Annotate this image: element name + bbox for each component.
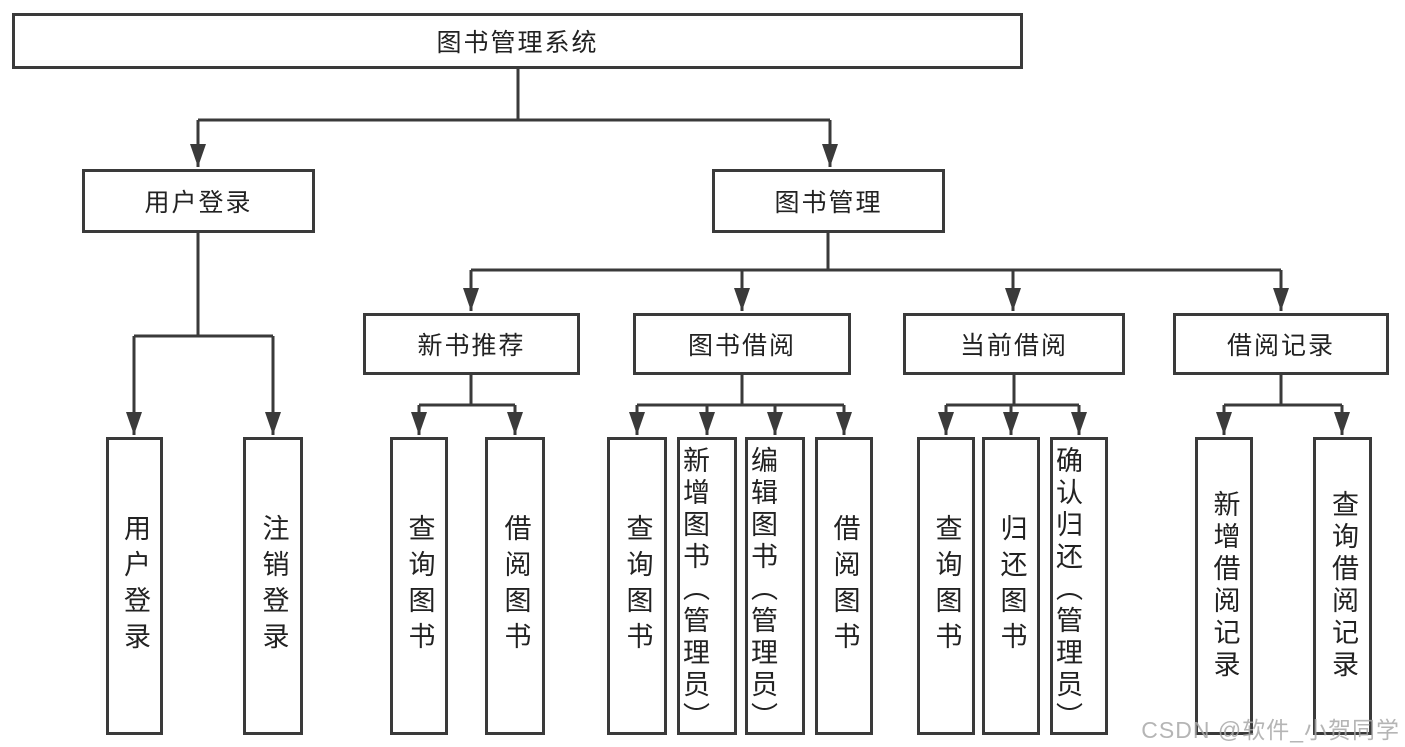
node-label: 借阅图书 [829,514,860,658]
leaf-current-query-books: 查询图书 [917,437,975,735]
leaf-records-query-borrow-record: 查询借阅记录 [1313,437,1372,735]
leaf-current-confirm-return-admin: 确认归还（管理员） [1050,437,1108,735]
node-label: 用户登录 [120,514,150,658]
node-label: 新增借阅记录 [1209,490,1240,682]
leaf-records-add-borrow-record: 新增借阅记录 [1195,437,1253,735]
csdn-watermark: CSDN @软件_小贺同学 [1141,717,1400,743]
leaf-borrowing-borrow-books: 借阅图书 [815,437,873,735]
node-label: 图书管理系统 [436,29,599,57]
leaf-borrowing-add-books-admin: 新增图书（管理员） [677,437,737,735]
leaf-user-login: 用户登录 [106,437,163,735]
node-label: 借阅记录 [1226,332,1335,360]
node-book-management: 图书管理 [712,169,945,233]
node-library-management-system: 图书管理系统 [12,13,1023,69]
leaf-newbook-borrow-books: 借阅图书 [485,437,545,735]
node-borrowing-records: 借阅记录 [1173,313,1389,375]
node-label: 注销登录 [258,514,289,658]
node-label: 归还图书 [996,514,1027,658]
leaf-current-return-books: 归还图书 [982,437,1040,735]
node-current-borrowing: 当前借阅 [903,313,1125,375]
leaf-newbook-query-books: 查询图书 [390,437,448,735]
node-new-book-recommendation: 新书推荐 [363,313,580,375]
node-label: 借阅图书 [500,514,531,658]
node-label: 新增图书（管理员） [679,446,709,734]
node-label: 当前借阅 [959,332,1068,360]
node-label: 新书推荐 [417,332,526,360]
node-label: 图书管理 [774,189,883,217]
node-label: 查询借阅记录 [1328,490,1358,682]
leaf-borrowing-query-books: 查询图书 [607,437,667,735]
node-label: 确认归还（管理员） [1052,446,1082,734]
node-book-borrowing: 图书借阅 [633,313,851,375]
leaf-borrowing-edit-books-admin: 编辑图书（管理员） [745,437,805,735]
node-label: 查询图书 [931,514,962,658]
node-label: 用户登录 [144,189,253,217]
leaf-logout: 注销登录 [243,437,303,735]
node-label: 编辑图书（管理员） [747,446,777,734]
node-label: 查询图书 [404,514,435,658]
node-label: 查询图书 [622,514,653,658]
node-label: 图书借阅 [687,332,796,360]
node-user-login: 用户登录 [82,169,315,233]
